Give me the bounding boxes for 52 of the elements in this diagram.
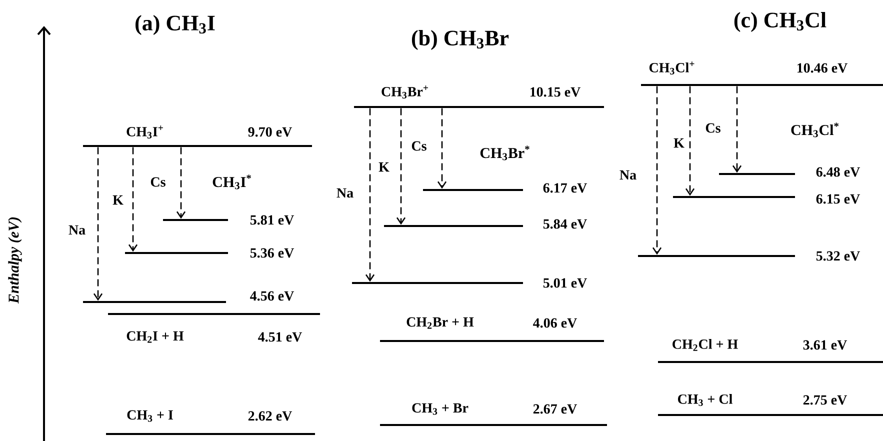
edge-label: Na <box>620 170 636 180</box>
species-label: CH$_{3}$Cl$^{+}$ <box>649 62 694 74</box>
energy-value: 10.46 eV <box>797 63 848 73</box>
energy-value: 6.17 eV <box>543 183 588 193</box>
energy-value: 5.32 eV <box>816 251 860 261</box>
energy-value: 10.15 eV <box>530 87 581 97</box>
arrow <box>128 147 138 252</box>
panel-title: (a) CH$_{3}$I <box>136 15 215 35</box>
arrow <box>437 108 447 189</box>
energy-value: 2.62 eV <box>248 411 292 421</box>
species-label: CH$_{3}$ + I <box>127 410 173 422</box>
energy-value: 4.51 eV <box>258 332 302 342</box>
energy-value: 5.84 eV <box>543 219 588 229</box>
edge-label: Cs <box>706 123 720 133</box>
panel-title: (b) CH$_{3}$Br <box>412 30 509 50</box>
species-label: CH$_{3}$I$^{+}$ <box>126 125 163 138</box>
energy-value: 5.81 eV <box>250 215 294 225</box>
energy-value: 3.61 eV <box>803 340 847 350</box>
axis-label: Enthalpy (eV) <box>8 217 22 304</box>
energy-value: 6.15 eV <box>816 194 860 204</box>
energy-value: 6.48 eV <box>816 167 860 177</box>
arrow <box>93 147 103 301</box>
state-label: CH$_{3}$Br$^{*}$ <box>480 146 530 160</box>
edge-label: K <box>378 162 390 172</box>
edge-label: Na <box>68 225 86 235</box>
arrow <box>685 86 695 196</box>
energy-value: 4.56 eV <box>250 291 294 301</box>
species-label: CH$_{2}$Br + H <box>406 317 474 329</box>
edge-label: Cs <box>150 177 166 187</box>
energy-value: 2.75 eV <box>803 395 847 405</box>
arrow <box>732 86 742 173</box>
energy-value: 4.06 eV <box>533 318 578 328</box>
arrow <box>365 108 375 282</box>
state-label: CH$_{3}$I$^{*}$ <box>212 174 251 190</box>
energy-value: 2.67 eV <box>533 404 578 414</box>
energy-value: 5.36 eV <box>250 248 294 258</box>
energy-value: 9.70 eV <box>248 127 292 137</box>
species-label: CH$_{3}$ + Cl <box>678 394 732 406</box>
species-label: CH$_{2}$Cl + H <box>672 339 738 351</box>
edge-label: Na <box>336 188 354 198</box>
arrow <box>396 108 406 225</box>
species-label: CH$_{3}$Br$^{+}$ <box>382 86 428 98</box>
species-label: CH$_{2}$I + H <box>126 331 184 343</box>
edge-label: K <box>112 195 124 205</box>
edge-label: Cs <box>412 141 426 151</box>
panel-title: (c) CH$_{3}$Cl <box>734 12 826 32</box>
arrow <box>652 86 662 255</box>
energy-value: 5.01 eV <box>543 278 588 288</box>
arrow <box>176 147 186 219</box>
species-label: CH$_{3}$ + Br <box>412 403 468 415</box>
state-label: CH$_{3}$Cl$^{*}$ <box>791 122 839 138</box>
edge-label: K <box>674 138 684 148</box>
